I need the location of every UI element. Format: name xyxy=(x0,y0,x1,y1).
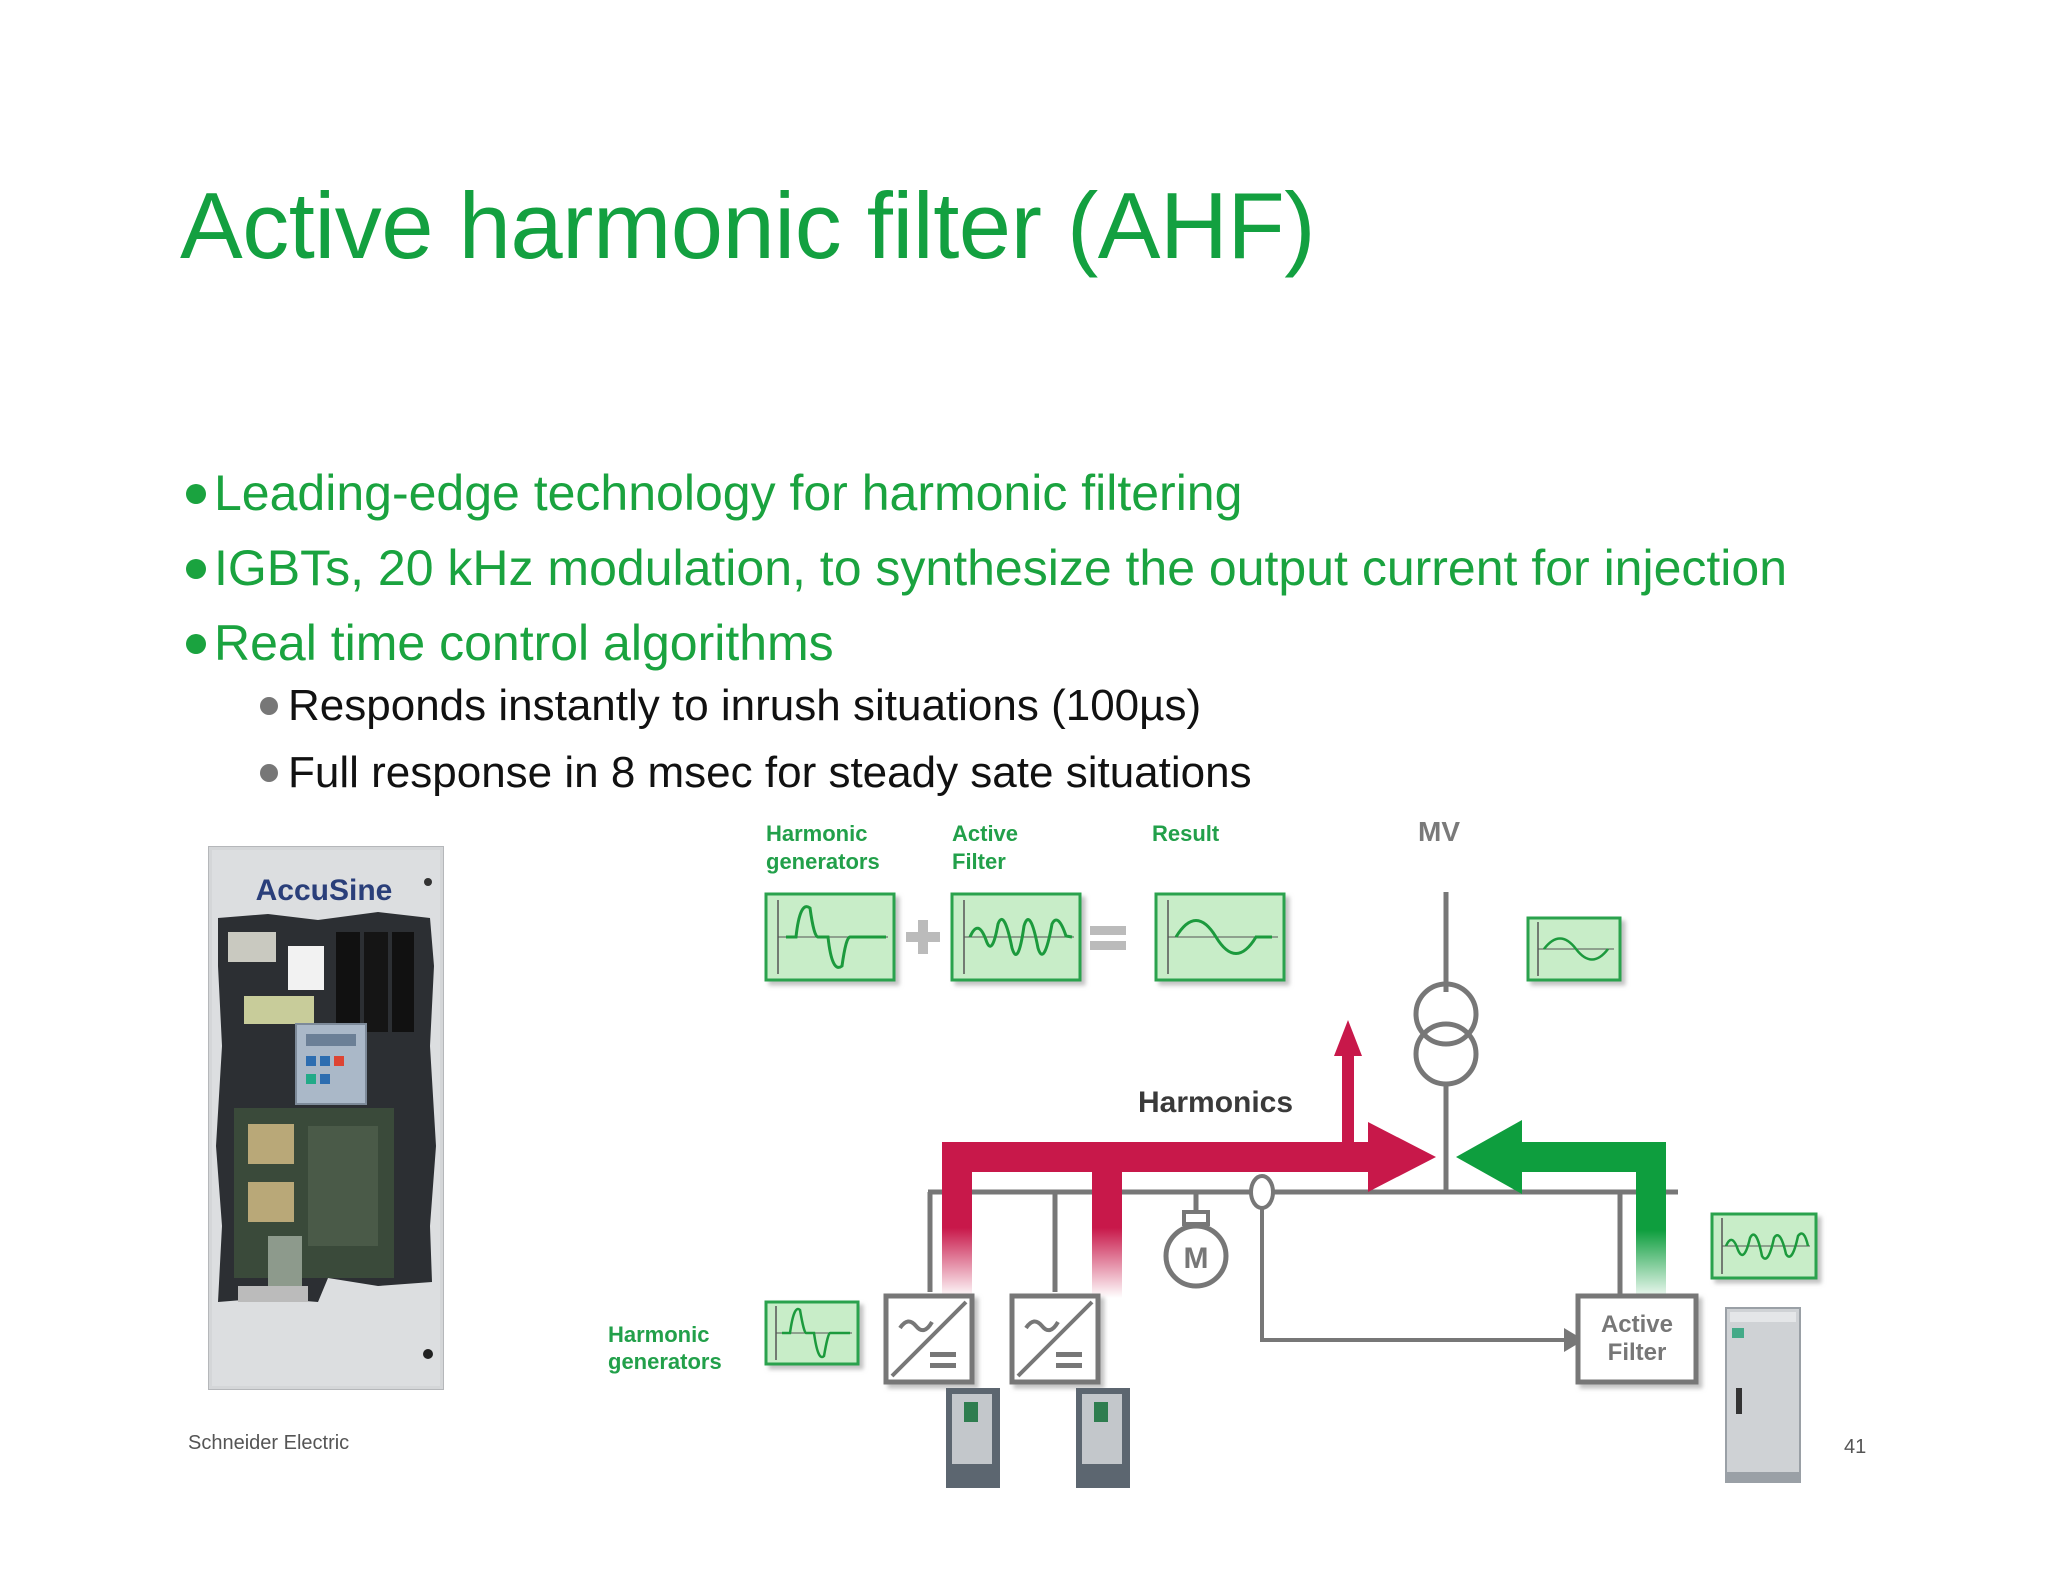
sub-bullet-text: Responds instantly to inrush situations … xyxy=(288,681,1202,730)
sub-bullet-text: Full response in 8 msec for steady sate … xyxy=(288,748,1252,797)
wave-panel-generator xyxy=(764,1300,860,1366)
bullet-dot-icon xyxy=(186,633,206,654)
variable-speed-drive-image xyxy=(946,1388,1000,1488)
accusine-cabinet-image: AccuSine xyxy=(208,846,444,1390)
bullet-list: Leading-edge technology for harmonic fil… xyxy=(180,456,1787,681)
wave-panel-filter-output xyxy=(1710,1212,1818,1280)
ahf-diagram: Harmonic generators Active Filter Result… xyxy=(608,816,1818,1488)
motor-label: M xyxy=(1184,1242,1209,1275)
label-mv: MV xyxy=(1418,816,1460,847)
sub-bullet-dot-icon xyxy=(260,763,278,782)
label-active-filter-2: Filter xyxy=(952,849,1006,874)
slide-title: Active harmonic filter (AHF) xyxy=(180,173,1316,278)
variable-speed-drive-image xyxy=(1076,1388,1130,1488)
converter-icon xyxy=(883,1293,975,1385)
filter-compensation-arrow xyxy=(1456,1120,1666,1302)
label-bottom-harmonic-generators-2: generators xyxy=(608,1349,722,1374)
wave-panel-mv xyxy=(1526,916,1622,982)
page-number: 41 xyxy=(1844,1436,1867,1458)
sub-bullet-item: Full response in 8 msec for steady sate … xyxy=(256,739,1252,806)
sub-bullet-list: Responds instantly to inrush situations … xyxy=(256,672,1252,806)
bullet-text: Real time control algorithms xyxy=(214,615,834,671)
active-filter-box-label-2: Filter xyxy=(1608,1339,1667,1366)
label-harmonics: Harmonics xyxy=(1138,1086,1293,1119)
bullet-item: Leading-edge technology for harmonic fil… xyxy=(180,456,1787,531)
bullet-text: IGBTs, 20 kHz modulation, to synthesize … xyxy=(214,540,1788,596)
label-result: Result xyxy=(1152,821,1220,846)
bullet-item: IGBTs, 20 kHz modulation, to synthesize … xyxy=(180,531,1787,606)
bullet-dot-icon xyxy=(186,483,206,504)
sub-bullet-item: Responds instantly to inrush situations … xyxy=(256,672,1252,739)
cabinet-screw-icon xyxy=(424,878,432,886)
bullet-text: Leading-edge technology for harmonic fil… xyxy=(214,465,1243,521)
sub-bullet-dot-icon xyxy=(260,696,278,715)
active-filter-box-label-1: Active xyxy=(1601,1311,1673,1338)
wave-panel-harmonic xyxy=(764,892,896,982)
current-sensor-icon xyxy=(1249,1174,1275,1210)
wave-panel-result xyxy=(1154,892,1286,982)
label-harmonic-generators-1: Harmonic xyxy=(766,821,867,846)
bullet-item: Real time control algorithms xyxy=(180,606,1787,681)
bullet-dot-icon xyxy=(186,558,206,579)
transformer-icon xyxy=(1413,981,1479,1087)
footer-company: Schneider Electric xyxy=(188,1432,350,1454)
cabinet-screw-icon xyxy=(423,1349,433,1359)
wave-panel-active-filter xyxy=(950,892,1082,982)
plus-icon xyxy=(906,920,940,954)
active-filter-box: Active Filter xyxy=(1575,1293,1699,1385)
label-bottom-harmonic-generators-1: Harmonic xyxy=(608,1322,709,1347)
harmonics-arrow xyxy=(942,1020,1436,1298)
cabinet-brand-label: AccuSine xyxy=(256,874,393,907)
motor-icon: M xyxy=(1163,1192,1229,1289)
label-harmonic-generators-2: generators xyxy=(766,849,880,874)
equals-icon xyxy=(1090,926,1126,950)
active-filter-cabinet-image xyxy=(1725,1307,1801,1483)
converter-icon xyxy=(1009,1293,1101,1385)
label-active-filter-1: Active xyxy=(952,821,1018,846)
